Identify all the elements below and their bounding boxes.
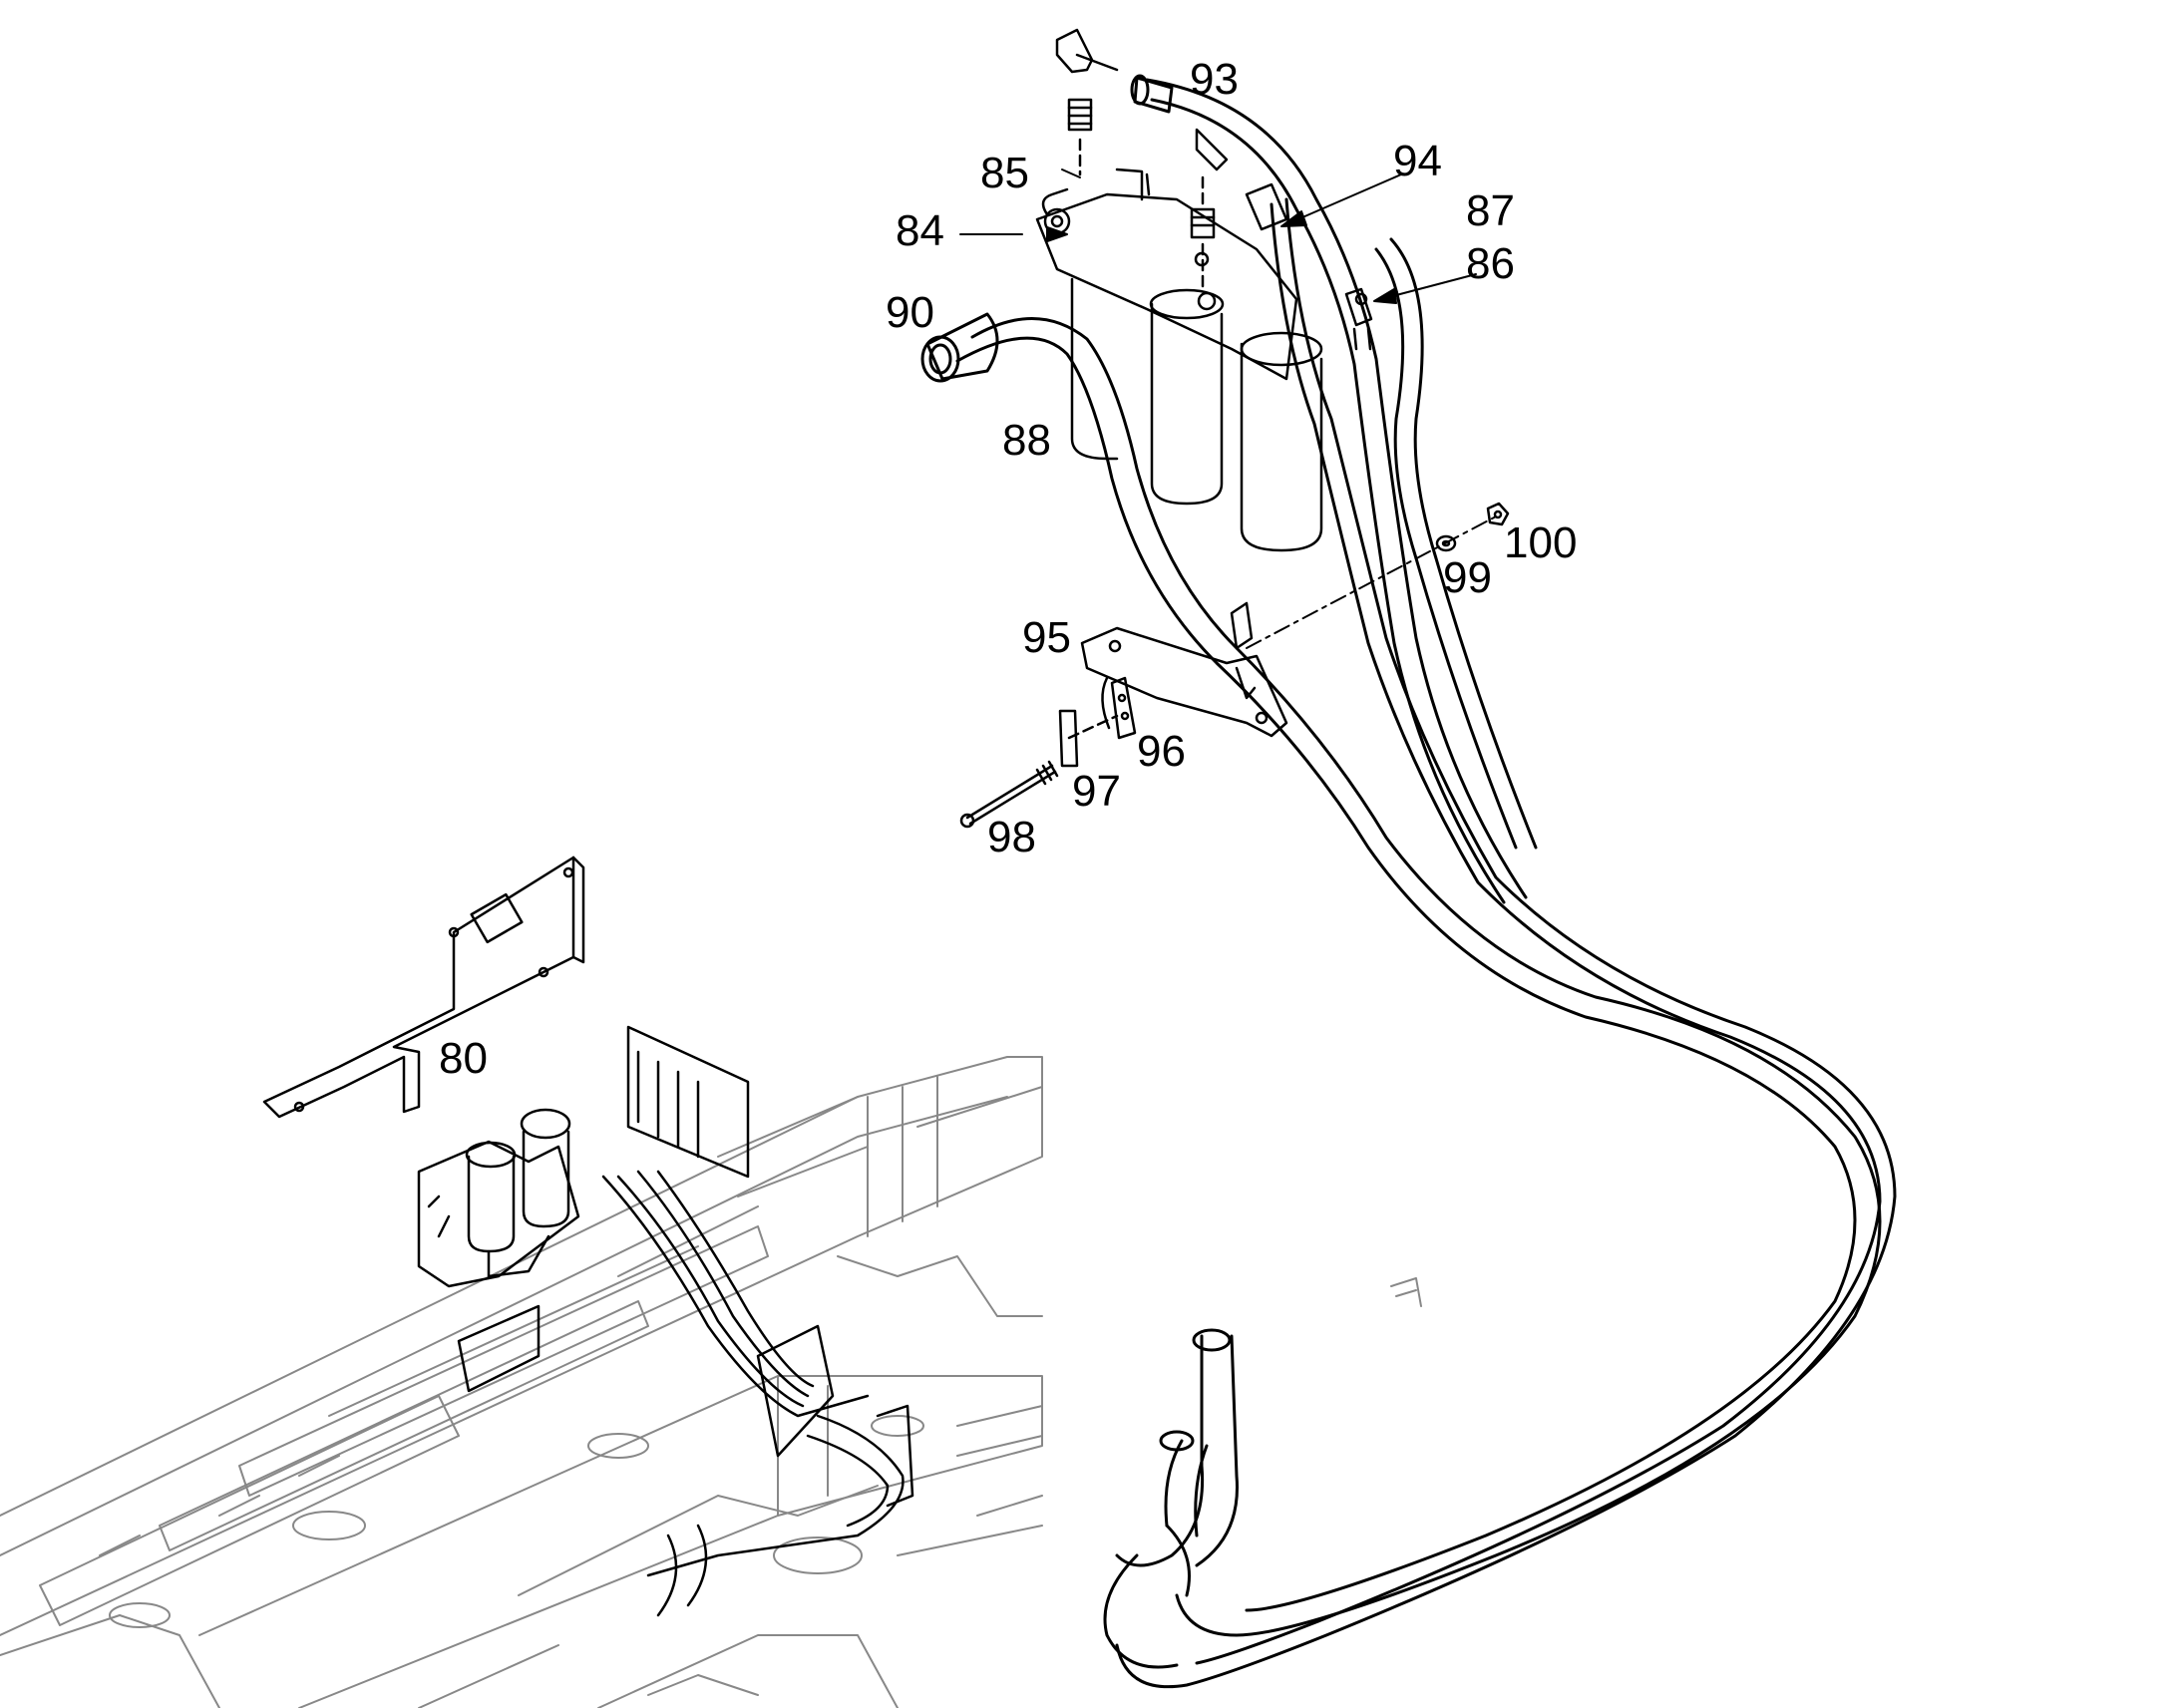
callout-95: 95 <box>1022 613 1071 662</box>
bracket-95 <box>1080 601 1288 738</box>
callout-88: 88 <box>1002 416 1051 465</box>
hose-run-87-88 <box>955 78 1897 1689</box>
chassis-frame <box>0 1056 1043 1708</box>
callout-99: 99 <box>1443 553 1492 602</box>
centerline-fastener <box>1246 515 1497 649</box>
callout-100: 100 <box>1504 518 1578 567</box>
clip-86 <box>1344 287 1373 351</box>
harness-plate <box>457 1025 914 1617</box>
hose-end-90 <box>920 312 999 383</box>
clamp-96 <box>1101 676 1137 740</box>
bracket-80 <box>262 855 585 1119</box>
strip-97 <box>1058 709 1119 768</box>
callout-90: 90 <box>886 288 934 337</box>
callout-85: 85 <box>980 149 1029 197</box>
callout-93: 93 <box>1190 55 1239 104</box>
callout-98: 98 <box>987 813 1036 861</box>
filter-head-84 <box>1035 168 1323 552</box>
callout-94: 94 <box>1393 137 1442 185</box>
callout-80: 80 <box>439 1034 488 1083</box>
hose-end-93 <box>1130 74 1174 114</box>
callout-84: 84 <box>896 206 944 255</box>
leader-lines <box>959 169 1477 304</box>
screw-98 <box>959 760 1059 829</box>
callout-86: 86 <box>1466 239 1515 288</box>
callout-96: 96 <box>1137 727 1186 776</box>
callout-87: 87 <box>1466 186 1515 235</box>
lower-filter-assembly <box>417 1108 580 1288</box>
small-tab <box>1390 1277 1422 1307</box>
nut-100 <box>1486 502 1510 526</box>
callout-97: 97 <box>1072 767 1121 816</box>
washer-99 <box>1435 534 1457 552</box>
fitting-85 <box>1055 28 1288 291</box>
